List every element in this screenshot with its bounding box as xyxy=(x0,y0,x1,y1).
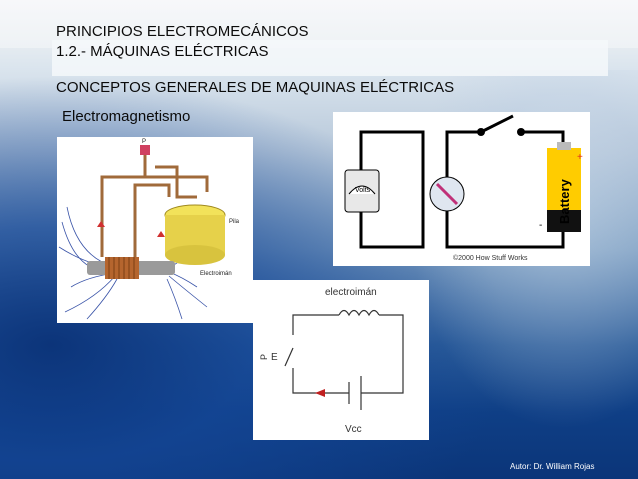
voltmeter-label: Volts xyxy=(355,187,371,194)
schematic-drawing: electroimán P E Vcc xyxy=(253,280,429,440)
pushbutton-label: P xyxy=(142,139,146,145)
image-credit: ©2000 How Stuff Works xyxy=(453,254,528,262)
schematic-wires xyxy=(285,311,403,394)
electromagnet-illustration: P Pila Electroimán xyxy=(57,137,253,323)
electromagnet-drawing: P Pila Electroimán xyxy=(57,137,253,323)
current-arrow xyxy=(157,231,165,237)
battery-minus: - xyxy=(539,220,542,231)
section-title: CONCEPTOS GENERALES DE MAQUINAS ELÉCTRIC… xyxy=(56,79,454,96)
switch-lever xyxy=(481,116,513,132)
battery-plus: + xyxy=(577,152,583,163)
header-line-2: 1.2.- MÁQUINAS ELÉCTRICAS xyxy=(56,43,269,60)
battery-circuit-image: Volts Battery + - ©2000 How Stuff Works xyxy=(333,112,590,266)
topic-label: Electromagnetismo xyxy=(62,108,190,125)
switch-label: E xyxy=(271,352,278,363)
switch-contact xyxy=(517,128,525,136)
schematic-title: electroimán xyxy=(325,287,377,298)
pushbutton-label: P xyxy=(259,354,269,360)
battery-circuit-drawing: Volts Battery + - ©2000 How Stuff Works xyxy=(333,112,590,266)
pushbutton xyxy=(140,145,150,155)
current-direction-arrow xyxy=(315,389,325,397)
header-line-1: PRINCIPIOS ELECTROMECÁNICOS xyxy=(56,23,309,40)
battery-terminal xyxy=(557,142,571,150)
electromagnet-label: Electroimán xyxy=(200,271,232,277)
battery-label: Pila xyxy=(229,219,240,225)
electromagnet-schematic: electroimán P E Vcc xyxy=(253,280,429,440)
battery-label: Battery xyxy=(557,178,572,224)
vcc-label: Vcc xyxy=(345,424,362,435)
author-footer: Autor: Dr. William Rojas xyxy=(510,462,594,471)
current-arrow xyxy=(97,221,105,227)
